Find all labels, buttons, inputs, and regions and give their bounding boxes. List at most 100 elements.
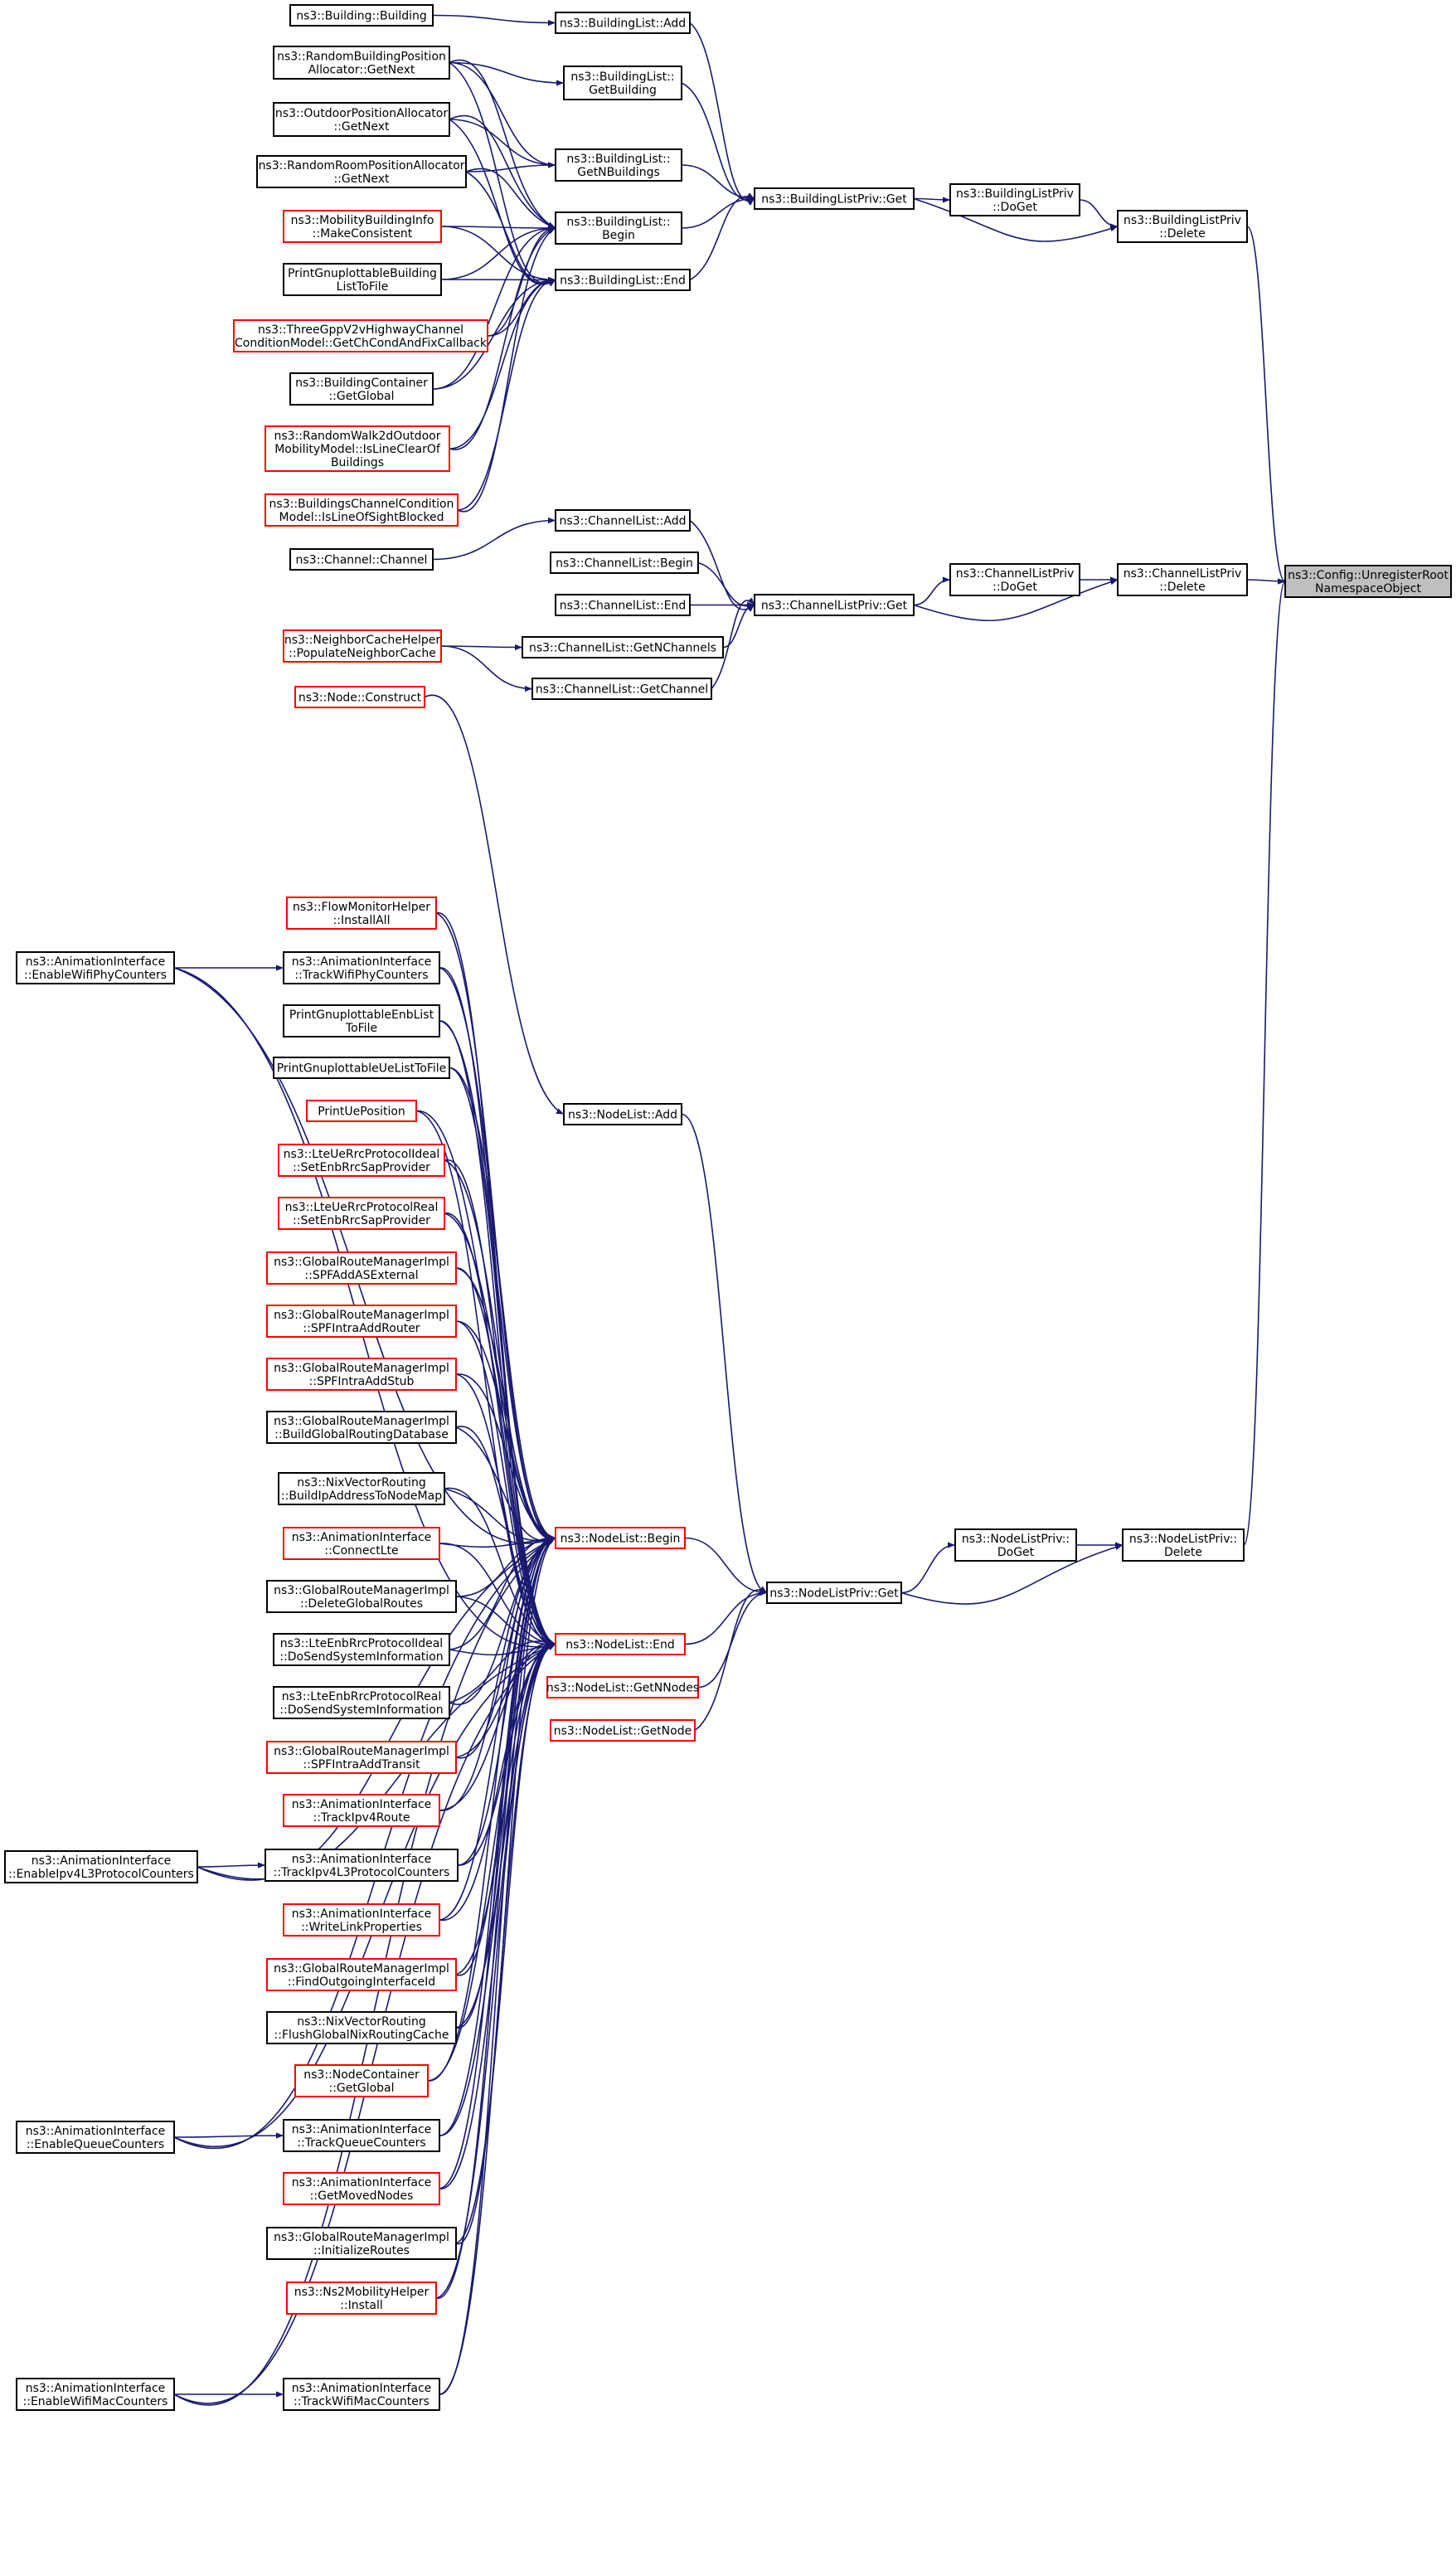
node-root[interactable]: ns3::Config::UnregisterRootNamespaceObje… — [1284, 565, 1452, 598]
node-grmiat[interactable]: ns3::GlobalRouteManagerImpl::SPFIntraAdd… — [266, 1741, 457, 1774]
node-box[interactable] — [1284, 565, 1452, 598]
node-lerpi[interactable]: ns3::LteEnbRrcProtocolIdeal::DoSendSyste… — [273, 1633, 450, 1666]
node-box[interactable] — [555, 12, 691, 34]
node-blpd[interactable]: ns3::BuildingListPriv::Delete — [1117, 210, 1248, 243]
node-box[interactable] — [546, 1676, 699, 1698]
node-box[interactable] — [273, 1686, 450, 1719]
node-box[interactable] — [233, 319, 488, 352]
node-box[interactable] — [283, 1004, 440, 1038]
node-bcg[interactable]: ns3::BuildingContainer::GetGlobal — [289, 372, 434, 406]
node-box[interactable] — [289, 4, 434, 27]
node-box[interactable] — [265, 493, 459, 527]
node-box[interactable] — [283, 263, 442, 296]
node-clgc[interactable]: ns3::ChannelList::GetChannel — [531, 678, 712, 700]
node-aeqc[interactable]: ns3::AnimationInterface::EnableQueueCoun… — [16, 2121, 175, 2154]
node-box[interactable] — [266, 1580, 457, 1613]
node-blgb[interactable]: ns3::BuildingList::GetBuilding — [563, 66, 682, 100]
node-grmase[interactable]: ns3::GlobalRouteManagerImpl::SPFAddASExt… — [266, 1251, 457, 1285]
node-clgn[interactable]: ns3::ChannelList::GetNChannels — [522, 636, 724, 658]
node-box[interactable] — [550, 1719, 696, 1742]
node-clbeg[interactable]: ns3::ChannelList::Begin — [550, 552, 699, 574]
node-ncgg[interactable]: ns3::NodeContainer::GetGlobal — [294, 2064, 429, 2097]
node-box[interactable] — [555, 269, 691, 291]
node-grmfoi[interactable]: ns3::GlobalRouteManagerImpl::FindOutgoin… — [266, 1958, 457, 1991]
node-aitwmc[interactable]: ns3::AnimationInterface::TrackWifiMacCou… — [283, 2378, 440, 2411]
node-box[interactable] — [266, 2011, 457, 2044]
node-nlgnode[interactable]: ns3::NodeList::GetNode — [550, 1719, 696, 1742]
node-box[interactable] — [286, 2282, 437, 2315]
node-box[interactable] — [306, 1100, 417, 1122]
node-box[interactable] — [555, 594, 691, 616]
node-box[interactable] — [766, 1582, 902, 1604]
node-box[interactable] — [1117, 563, 1248, 596]
node-box[interactable] — [550, 552, 699, 574]
node-atwpc[interactable]: ns3::AnimationInterface::TrackWifiPhyCou… — [283, 951, 440, 984]
node-clpg[interactable]: ns3::ChannelListPriv::Get — [754, 594, 915, 616]
node-box[interactable] — [949, 183, 1080, 216]
node-lurpr[interactable]: ns3::LteUeRrcProtocolReal::SetEnbRrcSapP… — [278, 1197, 445, 1230]
node-box[interactable] — [294, 2064, 429, 2097]
node-aewpc[interactable]: ns3::AnimationInterface::EnableWifiPhyCo… — [16, 951, 175, 984]
node-box[interactable] — [273, 46, 450, 80]
node-box[interactable] — [1117, 210, 1248, 243]
node-box[interactable] — [555, 1633, 686, 1655]
node-box[interactable] — [16, 2378, 175, 2411]
node-aitip4r[interactable]: ns3::AnimationInterface::TrackIpv4Route — [283, 1794, 440, 1827]
node-box[interactable] — [283, 210, 442, 243]
node-aigmn[interactable]: ns3::AnimationInterface::GetMovedNodes — [283, 2172, 440, 2205]
node-blbeg[interactable]: ns3::BuildingList::Begin — [555, 211, 682, 245]
node-box[interactable] — [954, 1528, 1077, 1562]
node-box[interactable] — [273, 1057, 450, 1079]
node-box[interactable] — [555, 509, 691, 532]
node-box[interactable] — [283, 629, 442, 663]
node-clend[interactable]: ns3::ChannelList::End — [555, 594, 691, 616]
node-ns2mh[interactable]: ns3::Ns2MobilityHelper::Install — [286, 2282, 437, 2315]
node-box[interactable] — [289, 548, 434, 571]
node-rbpa[interactable]: ns3::RandomBuildingPositionAllocator::Ge… — [273, 46, 450, 80]
node-box[interactable] — [286, 897, 437, 930]
node-box[interactable] — [266, 2227, 457, 2260]
node-box[interactable] — [16, 2121, 175, 2154]
node-blgn[interactable]: ns3::BuildingList::GetNBuildings — [555, 148, 682, 182]
node-box[interactable] — [273, 1633, 450, 1666]
node-pup[interactable]: PrintUePosition — [306, 1100, 417, 1122]
node-box[interactable] — [294, 686, 425, 708]
node-box[interactable] — [555, 211, 682, 245]
node-grmias[interactable]: ns3::GlobalRouteManagerImpl::SPFIntraAdd… — [266, 1358, 457, 1391]
node-aicl[interactable]: ns3::AnimationInterface::ConnectLte — [283, 1527, 440, 1560]
node-mbi[interactable]: ns3::MobilityBuildingInfo::MakeConsisten… — [283, 210, 442, 243]
node-rrpa[interactable]: ns3::RandomRoomPositionAllocator::GetNex… — [256, 155, 467, 188]
node-blpg[interactable]: ns3::BuildingListPriv::Get — [754, 187, 915, 210]
node-nlpdg[interactable]: ns3::NodeListPriv::DoGet — [954, 1528, 1077, 1562]
node-box[interactable] — [16, 951, 175, 984]
node-lerpr[interactable]: ns3::LteEnbRrcProtocolReal::DoSendSystem… — [273, 1686, 450, 1719]
node-grmir[interactable]: ns3::GlobalRouteManagerImpl::InitializeR… — [266, 2227, 457, 2260]
node-aiwlp[interactable]: ns3::AnimationInterface::WriteLinkProper… — [283, 1903, 440, 1937]
node-fmh[interactable]: ns3::FlowMonitorHelper::InstallAll — [286, 897, 437, 930]
node-bldg[interactable]: ns3::Building::Building — [289, 4, 434, 27]
node-aitqc[interactable]: ns3::AnimationInterface::TrackQueueCount… — [283, 2119, 440, 2152]
node-blend[interactable]: ns3::BuildingList::End — [555, 269, 691, 291]
node-box[interactable] — [4, 1850, 198, 1883]
node-box[interactable] — [283, 2119, 440, 2152]
node-nlpg[interactable]: ns3::NodeListPriv::Get — [766, 1582, 902, 1604]
node-nlbeg[interactable]: ns3::NodeList::Begin — [555, 1527, 686, 1549]
node-box[interactable] — [563, 1103, 682, 1125]
node-box[interactable] — [256, 155, 467, 188]
node-nlpd[interactable]: ns3::NodeListPriv::Delete — [1122, 1528, 1245, 1562]
node-box[interactable] — [278, 1472, 445, 1505]
node-box[interactable] — [283, 1794, 440, 1827]
node-box[interactable] — [265, 425, 450, 472]
node-clpd[interactable]: ns3::ChannelListPriv::Delete — [1117, 563, 1248, 596]
node-box[interactable] — [754, 187, 915, 210]
node-box[interactable] — [563, 66, 682, 100]
node-box[interactable] — [283, 1527, 440, 1560]
node-nlend[interactable]: ns3::NodeList::End — [555, 1633, 686, 1655]
node-cladd[interactable]: ns3::ChannelList::Add — [555, 509, 691, 532]
node-box[interactable] — [283, 1903, 440, 1937]
node-box[interactable] — [522, 636, 724, 658]
node-nvrf[interactable]: ns3::NixVectorRouting::FlushGlobalNixRou… — [266, 2011, 457, 2044]
node-grmdgr[interactable]: ns3::GlobalRouteManagerImpl::DeleteGloba… — [266, 1580, 457, 1613]
node-box[interactable] — [266, 1358, 457, 1391]
